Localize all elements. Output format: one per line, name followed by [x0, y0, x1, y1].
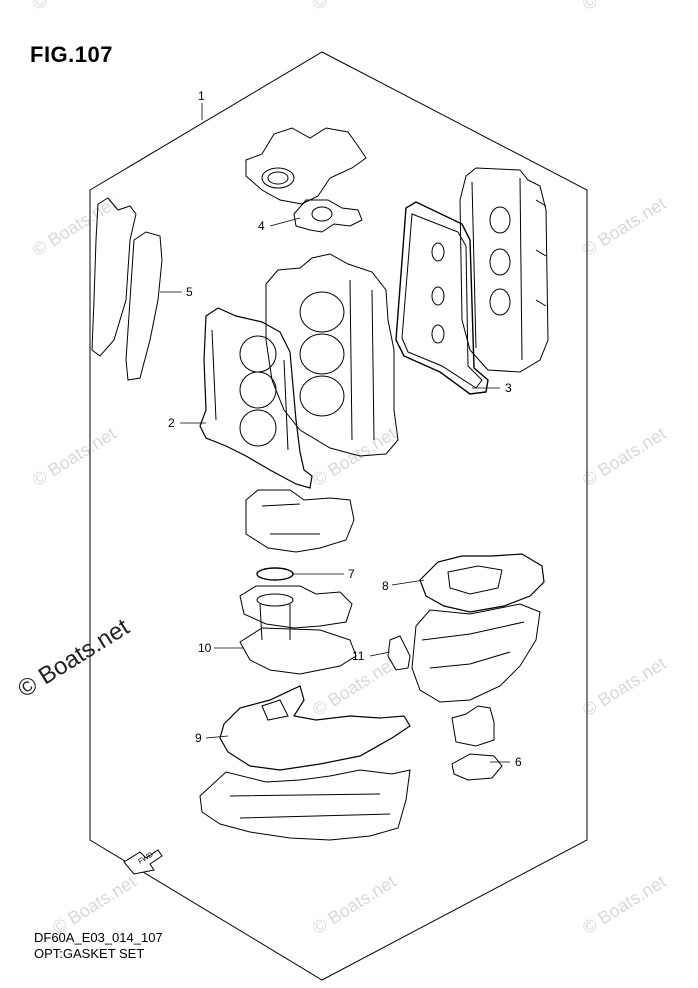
- figure-code: DF60A_E03_014_107: [34, 930, 163, 945]
- oil-pan-illustration: [411, 603, 541, 703]
- callout-7: 7: [348, 567, 355, 581]
- callout-8: 8: [382, 579, 389, 593]
- o-ring: [256, 567, 294, 581]
- head-gasket: [199, 307, 313, 489]
- callout-11: 11: [352, 649, 365, 663]
- manifold-gasket: [91, 197, 163, 381]
- kit-boundary: [89, 51, 588, 981]
- callout-1: 1: [198, 89, 205, 103]
- leader-lines: [160, 103, 510, 763]
- strainer-gasket: [451, 753, 503, 781]
- callout-4: 4: [258, 219, 265, 233]
- exhaust-housing-illustration: [245, 489, 355, 553]
- callout-3: 3: [505, 381, 512, 395]
- oil-pan-gasket: [419, 553, 545, 613]
- callout-5: 5: [186, 285, 193, 299]
- lower-housing-illustration: [199, 769, 411, 841]
- callout-6: 6: [515, 755, 522, 769]
- fwd-arrow: FWD: [123, 849, 163, 875]
- small-gasket: [387, 635, 411, 671]
- head-cover-gasket: [395, 201, 489, 395]
- head-cover-illustration: [459, 167, 549, 373]
- thermostat-gasket: [293, 199, 363, 233]
- figure-caption: OPT:GASKET SET: [34, 946, 145, 961]
- oil-strainer-illustration: [451, 705, 495, 747]
- exhaust-gasket: [239, 627, 357, 675]
- figure-title: FIG.107: [30, 42, 113, 67]
- callout-10: 10: [198, 641, 212, 655]
- callout-2: 2: [168, 416, 175, 430]
- exhaust-tube-illustration: [239, 585, 353, 641]
- thermostat-housing-illustration: [245, 127, 367, 205]
- cylinder-block-illustration: [265, 253, 399, 457]
- callout-9: 9: [195, 731, 202, 745]
- lower-gasket: [219, 685, 411, 771]
- callout-numbers: 1 2 3 4 5 6 7 8 9 10 11: [168, 89, 522, 769]
